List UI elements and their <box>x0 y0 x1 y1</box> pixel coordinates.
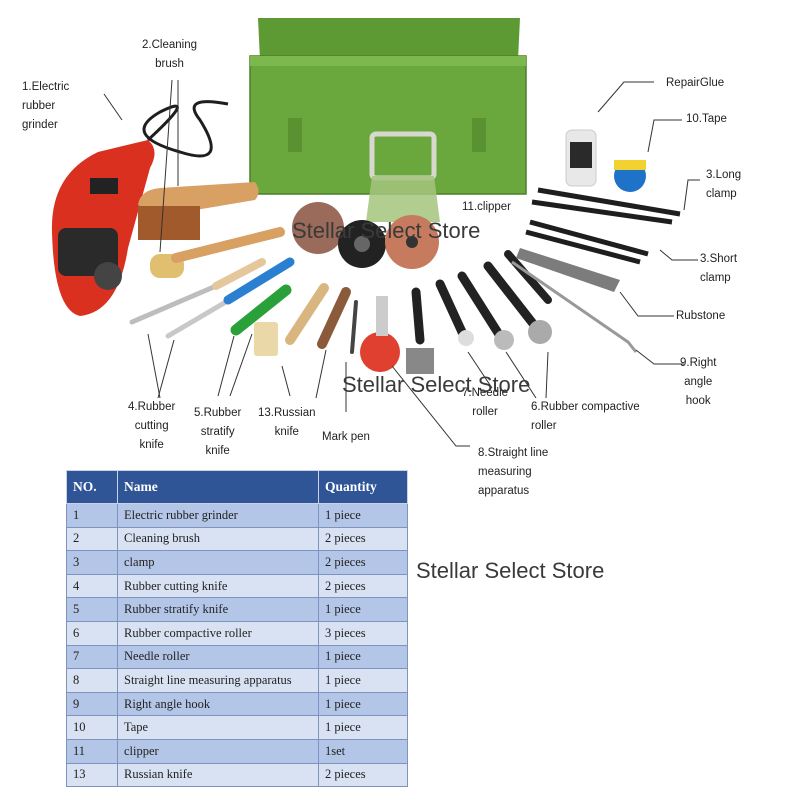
cell-no: 7 <box>66 644 118 670</box>
table-row: 3 clamp 2 pieces <box>66 550 408 575</box>
cell-quantity: 1 piece <box>318 503 408 528</box>
table-row: 13 Russian knife 2 pieces <box>66 762 408 788</box>
cell-name: Rubber cutting knife <box>117 573 319 599</box>
electric-grinder <box>51 100 229 316</box>
table-row: 5 Rubber stratify knife 1 piece <box>66 597 408 622</box>
cell-name: clipper <box>117 738 319 764</box>
table-row: 1 Electric rubber grinder 1 piece <box>66 503 408 528</box>
leader-lines <box>103 79 700 447</box>
watermark-text: Stellar Select Store <box>292 218 481 243</box>
table-row: 7 Needle roller 1 piece <box>66 644 408 670</box>
label-clipper: 11.clipper <box>462 201 512 213</box>
label-tape: 10.Tape <box>686 113 727 125</box>
tool-kit-illustration <box>51 18 700 447</box>
cell-quantity: 2 pieces <box>318 762 408 788</box>
label-long-clamp: 3.Long clamp <box>706 169 742 200</box>
table-row: 9 Right angle hook 1 piece <box>66 691 408 717</box>
label-repair-glue: RepairGlue <box>666 77 725 89</box>
rollers <box>360 250 552 374</box>
cell-name: Rubber stratify knife <box>117 597 319 622</box>
header-no: NO. <box>66 470 118 504</box>
cell-no: 4 <box>66 573 118 599</box>
cell-name: Russian knife <box>117 762 319 788</box>
cell-name: Right angle hook <box>117 691 319 717</box>
cell-quantity: 1 piece <box>318 691 408 717</box>
cell-name: Electric rubber grinder <box>117 503 319 528</box>
table-row: 11 clipper 1set <box>66 738 408 764</box>
cell-no: 11 <box>66 738 118 764</box>
cell-quantity: 1 piece <box>318 644 408 670</box>
cell-name: Tape <box>117 715 319 740</box>
cell-name: clamp <box>117 550 319 575</box>
label-compactive-roller: 6.Rubber compactive roller <box>531 401 640 432</box>
cell-quantity: 2 pieces <box>318 550 408 575</box>
header-quantity: Quantity <box>318 470 408 504</box>
cell-no: 2 <box>66 526 118 552</box>
table-row: 8 Straight line measuring apparatus 1 pi… <box>66 668 408 693</box>
knives <box>129 257 358 356</box>
label-measuring-apparatus: 8.Straight line measuring apparatus <box>478 447 549 497</box>
cell-no: 1 <box>66 503 118 528</box>
header-name: Name <box>117 470 319 504</box>
cell-quantity: 1 piece <box>318 668 408 693</box>
table-row: 2 Cleaning brush 2 pieces <box>66 526 408 552</box>
label-short-clamp: 3.Short clamp <box>700 253 738 284</box>
table-header-row: NO. Name Quantity <box>66 470 408 504</box>
label-rubber-cutting-knife: 4.Rubber cutting knife <box>128 401 176 451</box>
cell-name: Straight line measuring apparatus <box>117 668 319 693</box>
label-rubstone: Rubstone <box>676 310 726 322</box>
cell-no: 9 <box>66 691 118 717</box>
cell-no: 8 <box>66 668 118 693</box>
cell-quantity: 1 piece <box>318 715 408 740</box>
accessories <box>511 129 681 353</box>
cell-quantity: 2 pieces <box>318 526 408 552</box>
cell-name: Rubber compactive roller <box>117 620 319 646</box>
cell-no: 10 <box>66 715 118 740</box>
label-rubber-stratify-knife: 5.Rubber stratify knife <box>194 407 242 457</box>
table-row: 4 Rubber cutting knife 2 pieces <box>66 573 408 599</box>
table-row: 6 Rubber compactive roller 3 pieces <box>66 620 408 646</box>
label-mark-pen: Mark pen <box>322 431 370 443</box>
cell-quantity: 1 piece <box>318 597 408 622</box>
cell-no: 3 <box>66 550 118 575</box>
grinding-wheels <box>292 202 439 269</box>
cell-name: Needle roller <box>117 644 319 670</box>
label-russian-knife: 13.Russian knife <box>258 407 316 438</box>
cell-no: 6 <box>66 620 118 646</box>
table-row: 10 Tape 1 piece <box>66 715 408 740</box>
label-electric-grinder: 1.Electric rubber grinder <box>22 81 70 131</box>
cell-quantity: 1set <box>318 738 408 764</box>
watermark-text: Stellar Select Store <box>416 558 605 583</box>
cell-quantity: 2 pieces <box>318 573 408 599</box>
label-needle-roller: 7.Needle roller <box>462 387 509 418</box>
cell-no: 5 <box>66 597 118 622</box>
cell-no: 13 <box>66 762 118 788</box>
label-cleaning-brush: 2.Cleaning brush <box>142 39 197 70</box>
cell-name: Cleaning brush <box>117 526 319 552</box>
cell-quantity: 3 pieces <box>318 620 408 646</box>
cleaning-brushes <box>138 182 285 278</box>
watermark-text: Stellar Select Store <box>342 372 531 397</box>
green-toolbox <box>249 18 527 222</box>
label-right-angle-hook: 9.Right angle hook <box>680 357 717 407</box>
parts-table: NO. Name Quantity 1 Electric rubber grin… <box>66 470 408 788</box>
